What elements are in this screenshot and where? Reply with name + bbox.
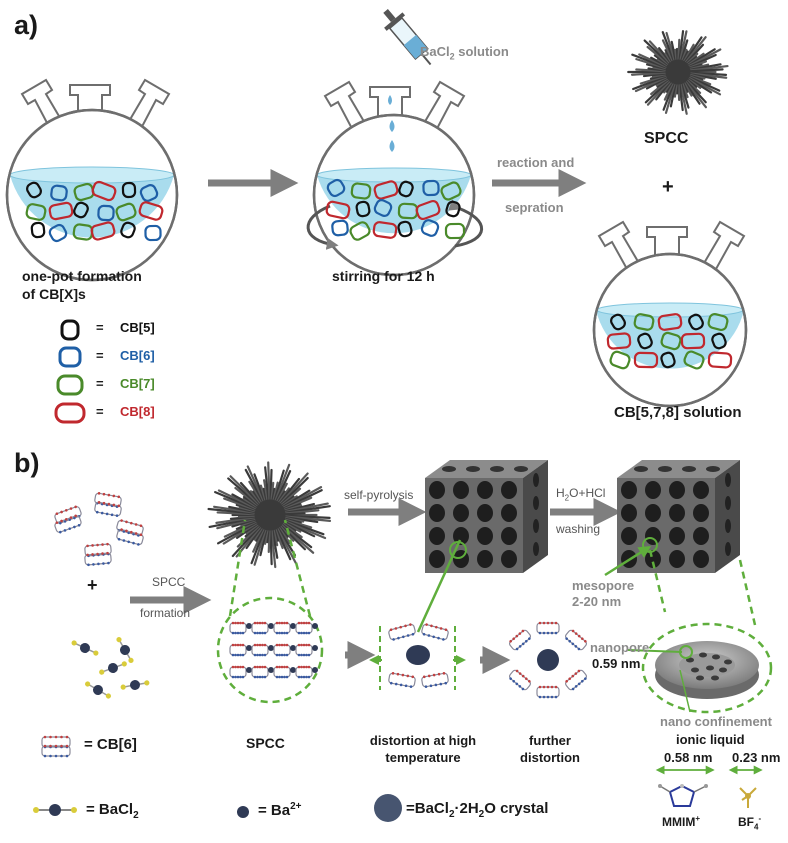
arrow-wash-line1: H2O+HCl [556,486,606,503]
distortion-scene [369,539,467,690]
flask-stirring [306,80,484,277]
nanopore-line1: nanopore [590,640,650,655]
legend-eq-1: = [96,348,104,363]
arrow-reaction-line2: sepration [505,200,564,215]
bf4-molecule [739,787,757,808]
legend-item-2: CB[7] [120,376,155,391]
panel-a-label: a) [14,10,39,40]
plus-sign-b: + [87,575,98,595]
mmim-label: MMIM+ [662,814,700,829]
size-bf4-label: 0.23 nm [732,750,781,765]
size-mmim-label: 0.58 nm [664,750,713,765]
legend-cb-symbols [54,319,86,424]
caption-distortion-line1: distortion at high [369,733,477,748]
caption-distortion-line2: temperature [385,750,461,765]
nano-confinement-label: nano confinement [660,714,772,729]
cb6-molecules [54,492,144,567]
caption-onepot-line2: of CB[X]s [22,286,86,302]
nanopore-line2: 0.59 nm [592,656,641,671]
cb-molecules-in-flasks [25,178,733,370]
mmim-molecule [658,784,708,807]
spcc-urchin-top [627,30,729,115]
arrow-wash-line2: washing [556,522,601,536]
mesopore-line2: 2-20 nm [572,594,622,609]
caption-further-line2: distortion [520,750,580,765]
flask-onepot [5,78,179,282]
product-spcc-label: SPCC [644,130,689,147]
zoom-circle-spcc [216,596,324,704]
caption-cb578-solution: CB[5,7,8] solution [614,404,742,421]
legend-bacl2-label: = BaCl2 [86,801,139,821]
arrow-pyrolysis-label: self-pyrolysis [344,488,414,502]
caption-stirring: stirring for 12 h [332,268,435,284]
legend-ba-label: = Ba2+ [258,801,302,819]
syringe [383,8,432,66]
caption-onepot-line1: one-pot formation [22,268,142,284]
legend-item-3: CB[8] [120,404,155,419]
arrow-reaction-line1: reaction and [497,155,575,170]
caption-further-line1: further [529,733,571,748]
nanopore-disc [627,549,773,714]
caption-spcc-b: SPCC [246,735,285,751]
legend-item-1: CB[6] [120,348,155,363]
legend-crystal-label: =BaCl2·2H2O crystal [406,800,549,820]
legend-b-symbols [33,735,402,822]
arrow-spcc-line2: formation [140,606,191,620]
legend-eq-2: = [96,376,104,391]
legend-eq-3: = [96,404,104,419]
bacl2-molecules [71,637,150,699]
legend-cb6-label: = CB[6] [84,736,137,753]
panel-b-label: b) [14,448,40,478]
bf4-label: BF4- [738,814,762,832]
ionic-liquid-label: ionic liquid [676,732,745,747]
mesopore-line1: mesopore [572,578,635,593]
further-distortion-scene [537,649,559,671]
spcc-urchin-bottom [207,461,332,569]
legend-item-0: CB[5] [120,320,155,335]
reagent-label: BaCl2 solution [420,44,509,62]
legend-eq-0: = [96,320,104,335]
arrow-spcc-line1: SPCC [152,575,186,589]
plus-sign-a: + [662,176,674,198]
